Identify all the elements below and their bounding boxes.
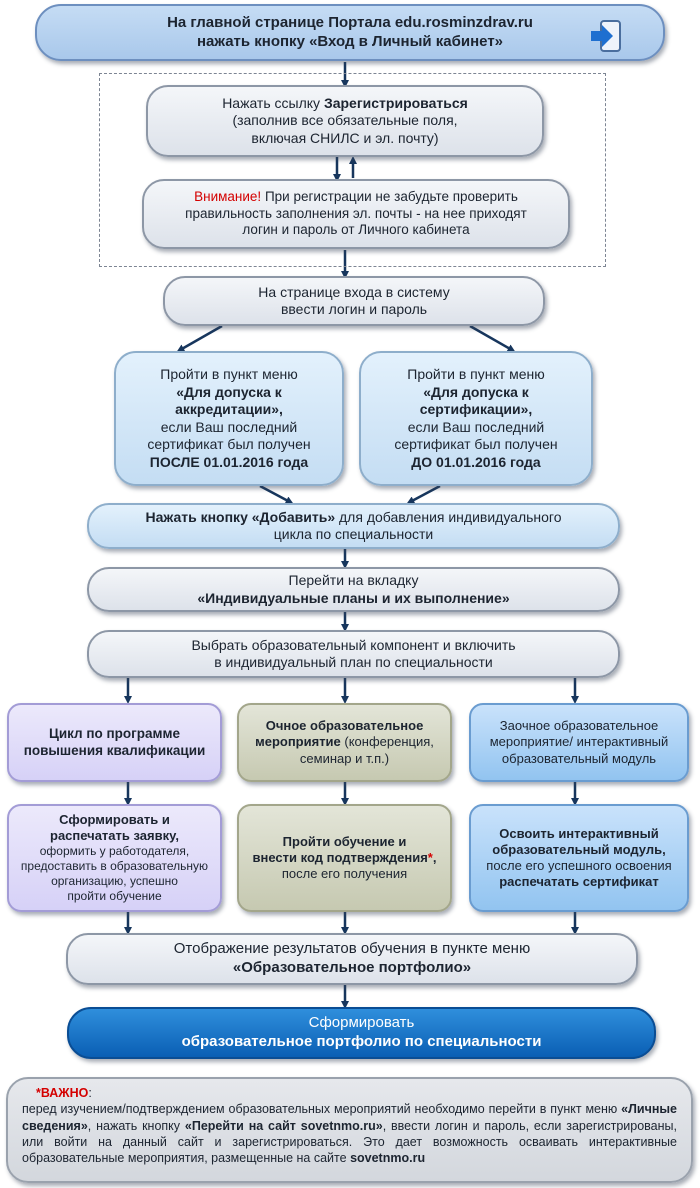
col3-title-line1: Заочное образовательное xyxy=(499,718,659,734)
register-prefix: Нажать ссылку xyxy=(222,94,324,111)
col1-act-line5: организацию, успешно xyxy=(51,874,178,889)
col3-act-line1: Освоить интерактивный xyxy=(499,825,659,841)
col3-title-line3: образовательный модуль xyxy=(501,750,657,766)
final-line1: Сформировать xyxy=(308,1014,415,1032)
note-colon: : xyxy=(88,1086,92,1100)
accreditation-menu-step: Пройти в пункт меню «Для допуска к аккре… xyxy=(114,351,344,486)
certification-line6: ДО 01.01.2016 года xyxy=(411,453,541,470)
col3-act-line4: распечатать сертификат xyxy=(499,874,659,890)
certification-menu-step: Пройти в пункт меню «Для допуска к серти… xyxy=(359,351,593,486)
col1-title-line2: повышения квалификации xyxy=(23,742,206,758)
choose-step-line1: Выбрать образовательный компонент и вклю… xyxy=(191,636,516,653)
col2-title-line3: семинар и т.п.) xyxy=(299,750,390,766)
application-step: Сформировать и распечатать заявку, оформ… xyxy=(7,804,222,912)
col1-act-line3: оформить у работодателя, xyxy=(39,844,190,859)
certification-line1: Пройти в пункт меню xyxy=(407,366,545,382)
col1-title-line1: Цикл по программе xyxy=(48,725,181,741)
tab-step-line1: Перейти на вкладку xyxy=(288,572,419,588)
in-person-event-option: Очное образовательное мероприятие (конфе… xyxy=(237,703,452,782)
final-line2: образовательное портфолио по специальнос… xyxy=(181,1033,542,1050)
col1-act-line1: Сформировать и xyxy=(59,811,170,827)
arrow-down-icon xyxy=(406,484,441,504)
accreditation-line6: ПОСЛЕ 01.01.2016 года xyxy=(149,453,309,470)
individual-plans-tab-step: Перейти на вкладку «Индивидуальные планы… xyxy=(87,567,620,612)
col2-title-line1: Очное образовательное xyxy=(265,718,424,734)
certification-line4: если Ваш последний xyxy=(407,418,545,435)
col2-title-line2-bold: мероприятие xyxy=(255,734,341,750)
portal-login-step: На главной странице Портала edu.rosminzd… xyxy=(35,4,665,61)
note-text-1: перед изучением/подтверждением образоват… xyxy=(22,1102,622,1117)
col3-act-line2: образовательный модуль, xyxy=(492,841,666,857)
warning-line3: логин и пароль от Личного кабинета xyxy=(242,222,470,238)
registration-group-frame xyxy=(99,73,606,267)
results-line2: «Образовательное портфолио» xyxy=(232,959,472,976)
add-step-rest: для добавления индивидуального xyxy=(335,508,562,525)
interactive-module-step: Освоить интерактивный образовательный мо… xyxy=(469,804,689,912)
distance-event-option: Заочное образовательное мероприятие/ инт… xyxy=(469,703,689,782)
certification-line2: «Для допуска к xyxy=(423,383,529,400)
arrow-down-icon xyxy=(469,324,516,352)
col1-act-line2: распечатать заявку, xyxy=(50,828,179,843)
col3-title-line2: мероприятие/ интерактивный xyxy=(489,734,669,750)
col1-act-line6: пройти обучение xyxy=(67,889,162,904)
note-body: перед изучением/подтверждением образоват… xyxy=(22,1101,677,1166)
results-display-step: Отображение результатов обучения в пункт… xyxy=(66,933,638,985)
col2-act-star: * xyxy=(427,849,433,865)
col2-act-comma: , xyxy=(432,849,437,865)
header-line1: На главной странице Портала edu.rosminzd… xyxy=(167,13,533,31)
warning-step: Внимание! При регистрации не забудьте пр… xyxy=(142,179,570,249)
header-line2: нажать кнопку «Вход в Личный кабинет» xyxy=(196,32,504,50)
arrow-down-icon xyxy=(176,324,223,352)
note-goto-button: «Перейти на сайт sovetnmo.ru» xyxy=(184,1118,383,1133)
register-line3: включая СНИЛС и эл. почту) xyxy=(251,129,439,146)
final-portfolio-step: Сформировать образовательное портфолио п… xyxy=(67,1007,656,1059)
accreditation-line1: Пройти в пункт меню xyxy=(160,366,298,382)
col2-act-line3: после его получения xyxy=(281,866,408,882)
add-cycle-step: Нажать кнопку «Добавить» для добавления … xyxy=(87,503,620,549)
note-site: sovetnmo.ru xyxy=(350,1151,426,1165)
warning-line1: При регистрации не забудьте проверить xyxy=(261,188,518,204)
note-text-2: , нажать кнопку xyxy=(87,1118,185,1133)
register-step: Нажать ссылку Зарегистрироваться (заполн… xyxy=(146,85,544,157)
warning-line2: правильность заполнения эл. почты - на н… xyxy=(185,205,527,221)
register-line2: (заполнив все обязательные поля, xyxy=(232,112,458,129)
choose-component-step: Выбрать образовательный компонент и вклю… xyxy=(87,630,620,678)
col2-act-line2: внести код подтверждения xyxy=(252,849,428,865)
login-step-line1: На странице входа в систему xyxy=(258,283,450,300)
col2-title-line2-rest: (конференция, xyxy=(340,734,434,750)
add-step-line2: цикла по специальности xyxy=(273,526,434,542)
results-line1: Отображение результатов обучения в пункт… xyxy=(173,940,531,958)
login-step-line2: ввести логин и пароль xyxy=(280,301,428,317)
accreditation-line3: аккредитации», xyxy=(175,401,283,417)
certification-line3: сертификации», xyxy=(419,401,533,417)
accreditation-line2: «Для допуска к xyxy=(176,383,282,400)
note-title: *ВАЖНО xyxy=(36,1086,89,1100)
important-note: *ВАЖНО: перед изучением/подтверждением о… xyxy=(6,1077,693,1183)
warning-label: Внимание! xyxy=(194,188,262,204)
note-personal-info: «Личные сведения» xyxy=(22,1102,677,1133)
tab-step-line2: «Индивидуальные планы и их выполнение» xyxy=(197,589,510,606)
qualification-cycle-option: Цикл по программе повышения квалификации xyxy=(7,703,222,782)
add-step-bold: Нажать кнопку «Добавить» xyxy=(145,508,336,525)
choose-step-line2: в индивидуальный план по специальности xyxy=(214,654,493,670)
login-step: На странице входа в систему ввести логин… xyxy=(163,276,545,326)
col3-act-line3: после его успешного освоения xyxy=(486,858,672,873)
certification-line5: сертификат был получен xyxy=(394,436,558,452)
accreditation-line5: сертификат был получен xyxy=(147,436,311,452)
login-icon xyxy=(591,20,621,52)
col1-act-line4: предоставить в образовательную xyxy=(20,859,209,874)
note-text-3: , ввести логин и пароль, если зарегистри… xyxy=(22,1118,677,1166)
confirmation-code-step: Пройти обучение и внести код подтвержден… xyxy=(237,804,452,912)
register-link: Зарегистрироваться xyxy=(323,94,468,111)
col2-act-line1: Пройти обучение и xyxy=(282,833,407,849)
accreditation-line4: если Ваш последний xyxy=(160,418,298,435)
arrow-down-icon xyxy=(259,484,294,504)
